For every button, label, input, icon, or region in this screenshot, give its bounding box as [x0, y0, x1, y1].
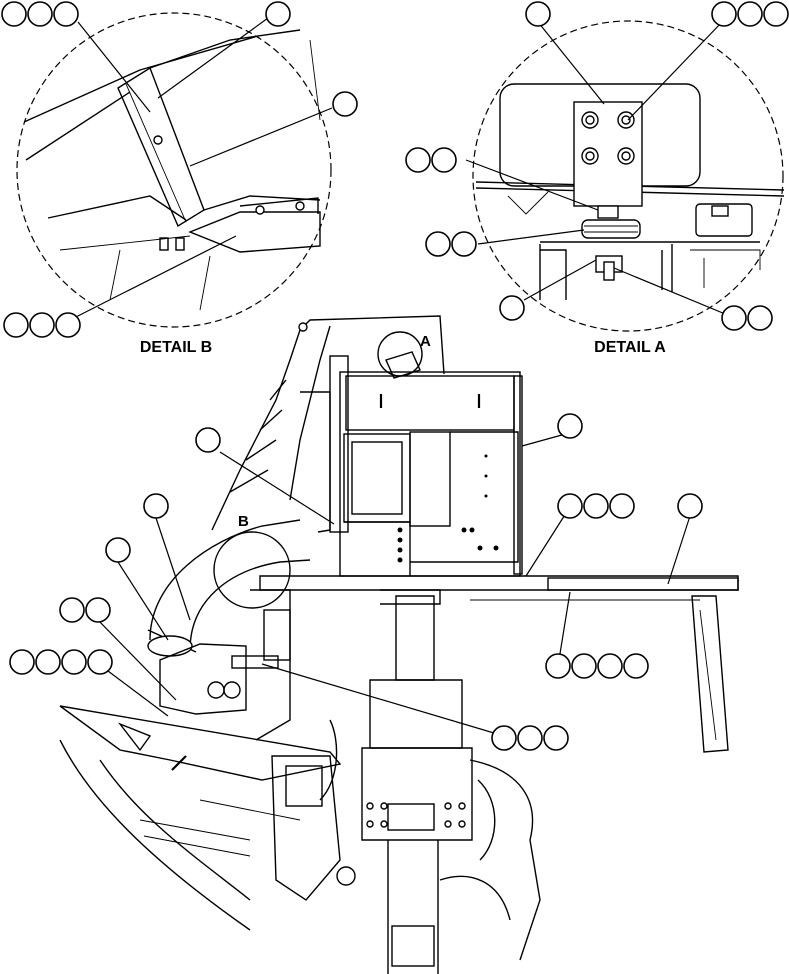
view-marker-a: A — [420, 333, 431, 350]
view-marker-b: B — [238, 513, 249, 530]
main-assembly: A B — [59, 315, 739, 974]
main-callouts — [9, 413, 703, 751]
detail-a-label: DETAIL A — [594, 339, 666, 356]
detail-b-label: DETAIL B — [140, 339, 212, 356]
detail-b-view: DETAIL B — [1, 1, 358, 356]
detail-a-view: DETAIL A — [405, 1, 789, 356]
